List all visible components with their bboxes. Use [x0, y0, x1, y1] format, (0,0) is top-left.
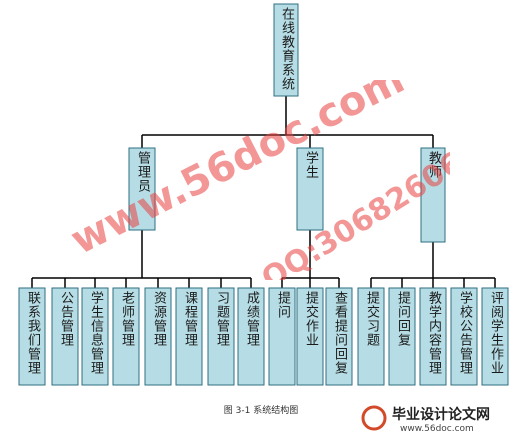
connector-lines: [31, 96, 496, 288]
branch-0-node: 管理员: [128, 147, 156, 231]
leaf-2-2-node: 教学内容管理: [419, 287, 447, 386]
leaf-0-7-node-rect: [237, 287, 265, 386]
leaf-0-4-node-rect: [144, 287, 172, 386]
leaf-0-5-node-rect: [175, 287, 203, 386]
leaf-2-4-node-rect: [481, 287, 509, 386]
leaf-2-1-node: 提问回复: [388, 287, 416, 386]
leaf-1-2-node-label: 查看提问回复: [332, 291, 347, 375]
leaf-0-3-node: 老师管理: [112, 287, 140, 386]
leaf-0-2-node-rect: [81, 287, 109, 386]
leaf-2-2-node-label: 教学内容管理: [426, 291, 441, 375]
leaf-0-2-node-label: 学生信息管理: [88, 291, 103, 375]
logo-title: 毕业设计论文网: [392, 406, 490, 423]
leaf-0-0-node-rect: [18, 287, 46, 386]
root-node-label: 在线教育系统: [279, 7, 294, 91]
leaf-2-1-node-label: 提问回复: [395, 291, 410, 347]
leaf-2-3-node-rect: [450, 287, 478, 386]
leaf-1-0-node: 提问: [268, 287, 296, 386]
leaf-2-3-node-label: 学校公告管理: [457, 291, 472, 375]
leaf-1-1-node: 提交作业: [296, 287, 324, 386]
leaf-0-7-node-label: 成绩管理: [244, 291, 259, 347]
leaf-2-4-node: 评阅学生作业: [481, 287, 509, 386]
diagram-boxes: 在线教育系统管理员联系我们管理 公告管理学生信息管理 老师管理 资源管理 课程管理 习题管…: [18, 3, 509, 386]
leaf-0-3-node-label: 老师管理: [119, 291, 134, 347]
branch-0-node-label: 管理员: [135, 151, 150, 193]
leaf-2-0-node: 提交习题: [357, 287, 385, 386]
branch-0-node-rect: [128, 147, 156, 231]
branch-2-node: 教师: [420, 147, 446, 243]
leaf-0-5-node-label: 课程管理: [182, 291, 197, 347]
branch-2-node-label: 教师: [426, 151, 441, 179]
leaf-0-6-node-rect: [207, 287, 235, 386]
root-node-rect: [273, 3, 299, 97]
leaf-0-4-node-label: 资源管理: [151, 291, 166, 347]
leaf-0-4-node: 资源管理: [144, 287, 172, 386]
leaf-2-1-node-rect: [388, 287, 416, 386]
site-logo: 毕业设计论文网 www.56doc.com: [360, 404, 520, 434]
leaf-1-1-node-rect: [296, 287, 324, 386]
leaf-0-6-node: 习题管理: [207, 287, 235, 386]
branch-2-node-rect: [420, 147, 446, 243]
branch-1-node: 学生: [296, 147, 324, 231]
leaf-1-0-node-label: 提问: [275, 291, 290, 319]
branch-1-node-label: 学生: [303, 151, 318, 179]
leaf-0-5-node: 课程管理: [175, 287, 203, 386]
leaf-0-0-node-label: 联系我们管理: [25, 291, 40, 375]
branch-1-node-rect: [296, 147, 324, 231]
leaf-1-0-node-rect: [268, 287, 296, 386]
leaf-0-2-node: 学生信息管理: [81, 287, 109, 386]
leaf-2-0-node-rect: [357, 287, 385, 386]
leaf-1-2-node-rect: [325, 287, 353, 386]
leaf-2-0-node-label: 提交习题: [364, 291, 379, 347]
leaf-0-1-node: 公告管理: [51, 287, 79, 386]
leaf-2-3-node: 学校公告管理: [450, 287, 478, 386]
leaf-0-1-node-rect: [51, 287, 79, 386]
leaf-2-2-node-rect: [419, 287, 447, 386]
leaf-0-0-node: 联系我们管理: [18, 287, 46, 386]
root-node: 在线教育系统: [273, 3, 299, 97]
leaf-0-7-node: 成绩管理: [237, 287, 265, 386]
leaf-0-6-node-label: 习题管理: [214, 291, 229, 347]
leaf-0-3-node-rect: [112, 287, 140, 386]
leaf-2-4-node-label: 评阅学生作业: [488, 291, 503, 375]
logo-url: www.56doc.com: [400, 424, 474, 434]
logo-mark-icon: [361, 405, 387, 431]
leaf-0-1-node-label: 公告管理: [58, 291, 73, 347]
leaf-1-1-node-label: 提交作业: [303, 291, 318, 347]
leaf-1-2-node: 查看提问回复: [325, 287, 353, 386]
figure-caption: 图 3-1 系统结构图: [223, 406, 299, 416]
